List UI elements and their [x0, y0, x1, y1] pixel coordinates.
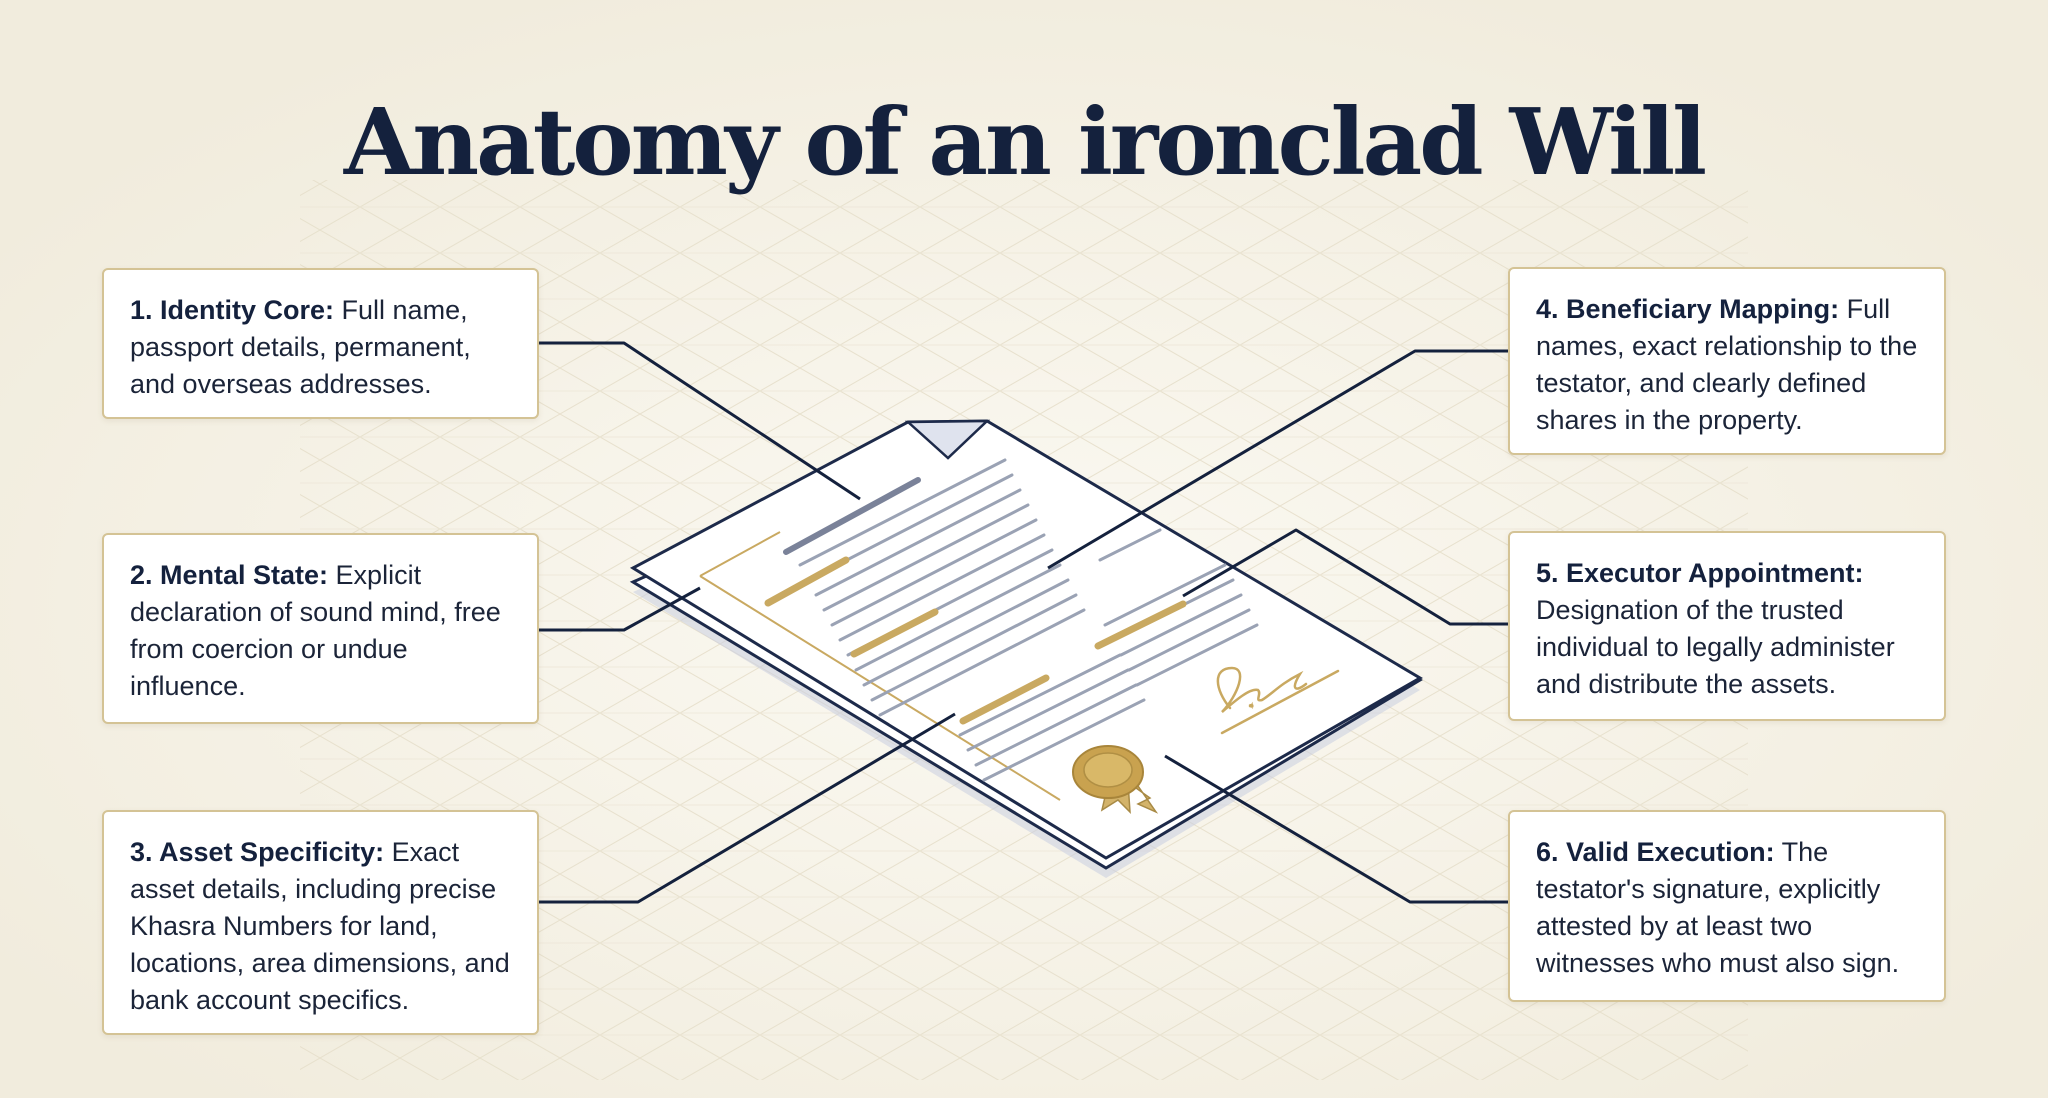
card-body: The testator's signature, explicitly att… [1536, 837, 1900, 978]
card-asset-specificity: 3. Asset Specificity: Exact asset detail… [102, 810, 539, 1035]
connector-lines [538, 341, 1510, 904]
card-executor-appointment: 5. Executor Appointment: Designation of … [1508, 531, 1946, 721]
card-body: Explicit declaration of sound mind, free… [130, 560, 501, 701]
page-title: Anatomy of an ironclad Will [343, 88, 1707, 196]
card-heading: 1. Identity Core: [130, 295, 335, 325]
card-heading: 6. Valid Execution: [1536, 837, 1775, 867]
card-mental-state: 2. Mental State: Explicit declaration of… [102, 533, 539, 724]
card-body: Exact asset details, including precise K… [130, 837, 510, 1015]
card-heading: 2. Mental State: [130, 560, 329, 590]
gold-accent-lines [764, 556, 1187, 725]
card-body: Full names, exact relationship to the te… [1536, 294, 1918, 435]
svg-text:Sign: Sign [1250, 705, 1253, 707]
card-body: Designation of the trusted individual to… [1536, 595, 1895, 699]
signature-mark: Sign [1216, 666, 1340, 735]
card-valid-execution: 6. Valid Execution: The testator's signa… [1508, 810, 1946, 1002]
card-identity-core: 1. Identity Core: Full name, passport de… [102, 268, 539, 419]
card-heading: 5. Executor Appointment: [1536, 558, 1864, 588]
card-beneficiary-mapping: 4. Beneficiary Mapping: Full names, exac… [1508, 267, 1946, 455]
card-heading: 4. Beneficiary Mapping: [1536, 294, 1840, 324]
card-heading: 3. Asset Specificity: [130, 837, 385, 867]
document-text-lines [783, 458, 1259, 782]
folded-corner [904, 419, 991, 460]
wax-seal-icon [1072, 745, 1159, 814]
card-body: Full name, passport details, permanent, … [130, 295, 471, 399]
